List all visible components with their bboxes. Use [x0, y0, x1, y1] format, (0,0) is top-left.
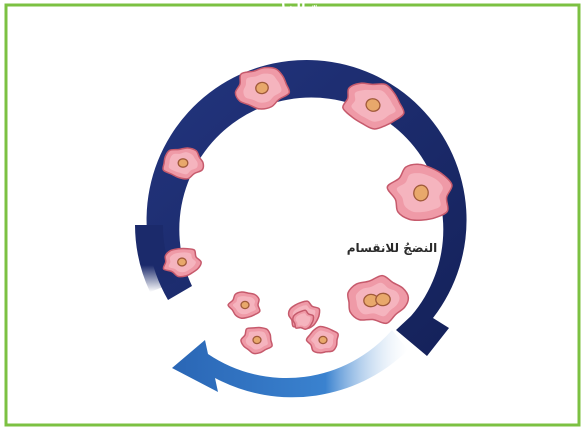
cell-nucleus — [375, 293, 390, 307]
cell-nucleus — [253, 336, 261, 343]
ready-label: النضجُ للانقسام — [347, 241, 437, 256]
cell-nucleus — [178, 258, 187, 266]
cell-nucleus — [241, 301, 249, 308]
cell-nucleus — [319, 336, 327, 343]
cell-nucleus — [178, 159, 188, 167]
